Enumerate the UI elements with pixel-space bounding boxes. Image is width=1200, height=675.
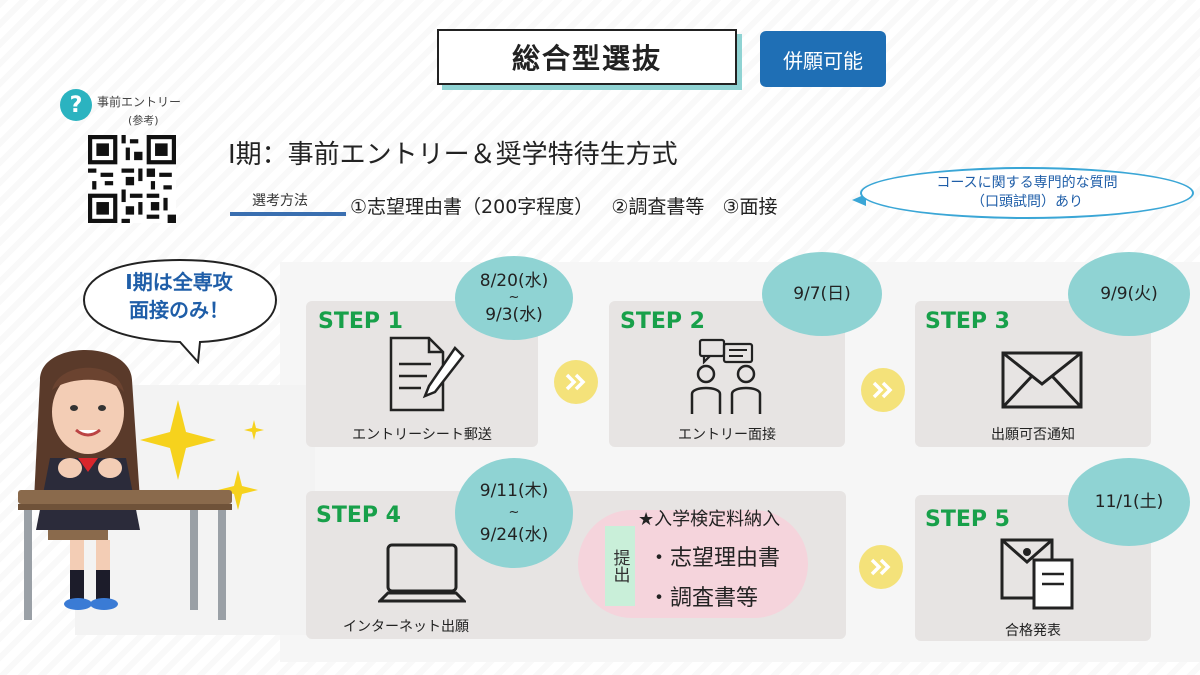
pre-entry-label: 事前エントリー <box>97 95 182 109</box>
question-icon: ? <box>60 89 92 121</box>
step-4-date-bubble: 9/11(木) ~ 9/24(水) <box>455 458 573 568</box>
date-text: 9/3(水) <box>485 305 543 325</box>
period-title: Ⅰ期：事前エントリー＆奨学特待生方式 <box>228 140 678 170</box>
next-arrow-icon <box>554 360 598 404</box>
step-5-date-bubble: 11/1(土) <box>1068 458 1190 546</box>
next-arrow-icon <box>861 368 905 412</box>
step-3-caption: 出願可否通知 <box>991 427 1075 443</box>
pre-entry-sub: (参考) <box>128 114 159 127</box>
interview-icon <box>690 338 762 414</box>
note-line-2: （口頭試問）あり <box>971 194 1083 210</box>
step-1-date-bubble: 8/20(水) ~ 9/3(水) <box>455 256 573 340</box>
submission-tag: 提出 <box>605 526 635 606</box>
step-2-title: STEP 2 <box>620 309 705 334</box>
date-text: 9/9(火) <box>1100 284 1158 304</box>
submission-item: ・調査書等 <box>648 586 759 611</box>
step-5-caption: 合格発表 <box>1005 623 1061 639</box>
selection-item: ②調査書等 <box>611 196 705 218</box>
date-text: 11/1(土) <box>1094 492 1164 512</box>
result-envelope-icon <box>1000 538 1074 610</box>
qr-code[interactable] <box>88 135 176 223</box>
selection-item: ③面接 <box>722 196 778 218</box>
date-text: ~ <box>508 505 520 520</box>
page-title: 総合型選抜 <box>437 29 737 85</box>
date-text: 8/20(水) <box>479 271 549 291</box>
step-3-date-bubble: 9/9(火) <box>1068 252 1190 336</box>
speech-line-1: Ⅰ期は全専攻 <box>125 270 233 294</box>
submission-item: ・志望理由書 <box>648 546 781 571</box>
step-4-title: STEP 4 <box>316 503 401 528</box>
step-3-title: STEP 3 <box>925 309 1010 334</box>
student-character-illustration <box>18 350 264 620</box>
date-text: 9/7(日) <box>793 284 851 304</box>
step-2-caption: エントリー面接 <box>678 427 776 443</box>
oral-exam-note: コースに関する専門的な質問 （口頭試問）あり <box>860 167 1194 219</box>
laptop-icon <box>378 543 466 603</box>
selection-methods: ①志望理由書（200字程度） ②調査書等 ③面接 <box>350 192 790 219</box>
selection-item: ①志望理由書（200字程度） <box>350 196 594 218</box>
speech-text: Ⅰ期は全専攻 面接のみ！ <box>80 268 278 324</box>
combined-application-badge: 併願可能 <box>760 31 886 87</box>
date-text: ~ <box>508 290 520 305</box>
step-2-date-bubble: 9/7(日) <box>762 252 882 336</box>
date-text: 9/24(水) <box>479 525 549 545</box>
note-line-1: コースに関する専門的な質問 <box>936 175 1118 191</box>
step-4-caption: インターネット出願 <box>343 619 469 635</box>
exam-fee-text: ★入学検定料納入 <box>638 509 781 530</box>
date-text: 9/11(木) <box>479 481 549 501</box>
speech-line-2: 面接のみ！ <box>129 298 229 322</box>
selection-label: 選考方法 <box>252 193 308 209</box>
document-pen-icon <box>389 336 465 412</box>
selection-underline <box>230 212 346 216</box>
step-1-title: STEP 1 <box>318 309 403 334</box>
speech-bubble <box>82 258 278 364</box>
step-5-title: STEP 5 <box>925 507 1010 532</box>
next-arrow-icon <box>859 545 903 589</box>
envelope-icon <box>1001 351 1083 409</box>
step-1-caption: エントリーシート郵送 <box>352 427 492 443</box>
